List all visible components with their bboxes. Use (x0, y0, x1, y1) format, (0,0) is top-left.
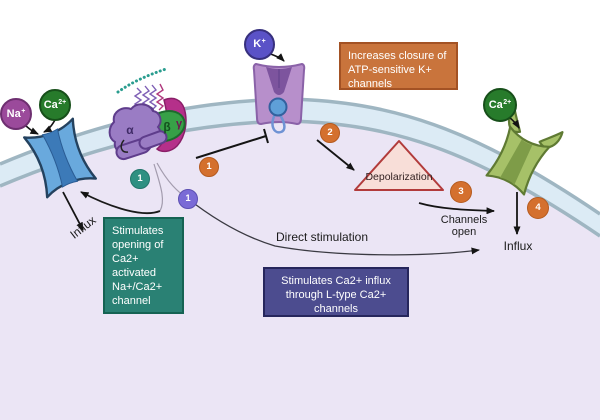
inactivation-chain (271, 113, 286, 134)
direct-stimulation-label: Direct stimulation (275, 230, 369, 244)
tm-helix-zigzag (148, 84, 158, 111)
step-badge-purple-1: 1 (178, 189, 198, 209)
atp-sensitive-k-channel (252, 62, 306, 134)
na-ca-channel (23, 117, 97, 199)
inhibition-tbar (195, 128, 269, 159)
atp-k-closure-box: Increases closure of ATP-sensitive K+ ch… (339, 42, 458, 90)
receptor-tail-loop (120, 139, 129, 153)
gpcr-complex: α β γ (108, 67, 187, 161)
step-badge-orange-1: 1 (199, 157, 219, 177)
gamma-label: γ (176, 118, 183, 130)
step-badge-4: 4 (527, 197, 549, 219)
beta-label: β (163, 120, 170, 134)
ligand-chain (116, 67, 168, 94)
step-badge-2: 2 (320, 123, 340, 143)
influx-right-label: Influx (503, 239, 533, 253)
na-ca-opening-box: Stimulates opening of Ca2+ activated Na+… (103, 217, 184, 314)
influx-left-arrow (62, 191, 84, 231)
step-badge-3: 3 (450, 181, 472, 203)
receptor-loop-tube (138, 130, 168, 150)
step3-arrow (418, 202, 495, 215)
l-type-influx-box: Stimulates Ca2+ influx through L-type Ca… (263, 267, 409, 317)
depolarization-triangle (354, 140, 444, 191)
inactivation-ball (268, 97, 288, 117)
step-badge-teal-1: 1 (130, 169, 150, 189)
depolarization-label: Depolarization (365, 171, 433, 183)
tm-helix-zigzag-gamma (155, 83, 165, 111)
gpcr-to-naca-arrow (80, 191, 161, 215)
gpcr-to-naca-curve (153, 163, 164, 212)
direct-stimulation-arrow (186, 197, 480, 256)
alpha-label: α (126, 123, 134, 137)
k-ion: K+ (244, 29, 275, 60)
na-ion: Na+ (0, 98, 32, 130)
step2-arrow (316, 139, 355, 171)
channels-open-label: Channels open (440, 214, 488, 239)
